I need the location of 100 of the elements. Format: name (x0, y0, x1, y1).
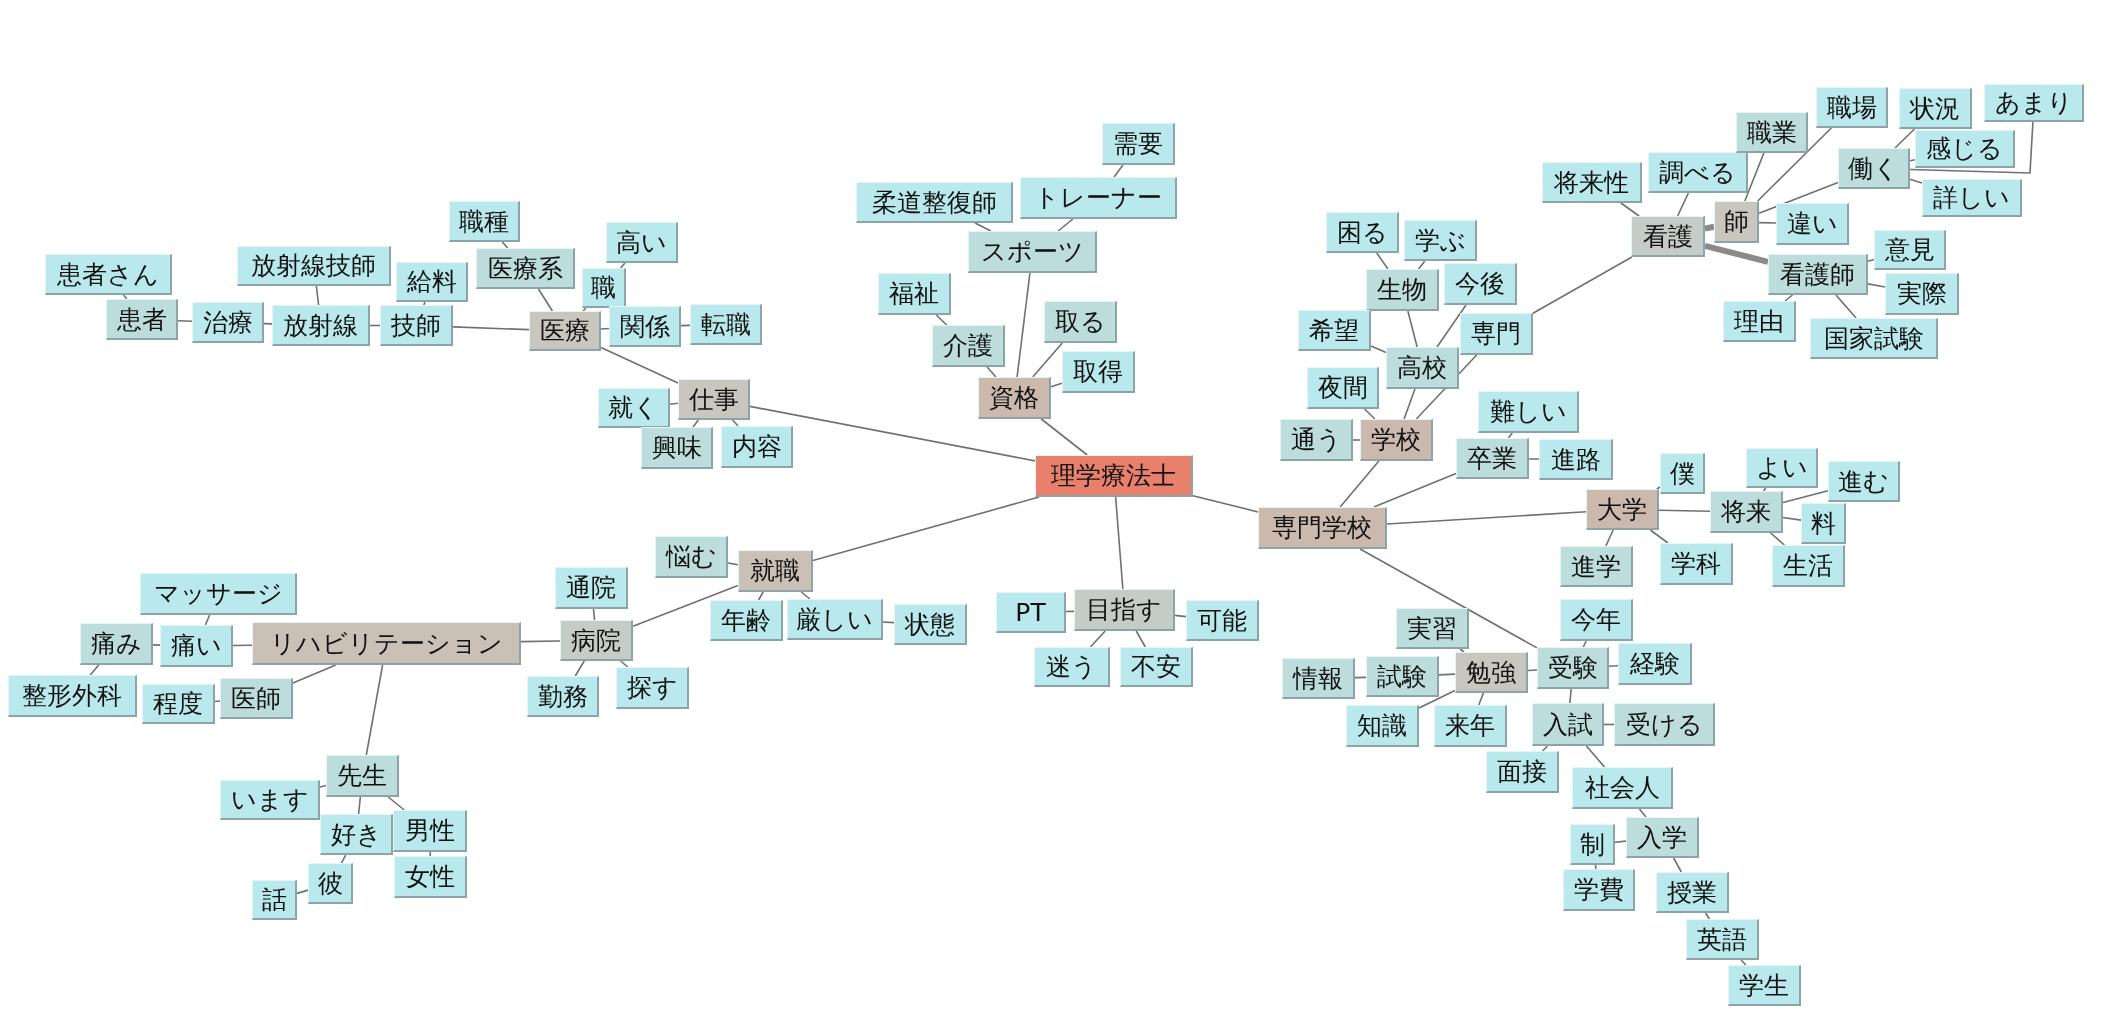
connector-line (232, 644, 253, 647)
keyword-box: 厳しい (787, 599, 883, 640)
keyword-box: 医師 (220, 678, 293, 719)
connector-line (574, 660, 586, 677)
connector-line (1658, 509, 1711, 513)
connector-line (1638, 808, 1647, 818)
connector-line (1418, 689, 1456, 709)
connector-line (1386, 510, 1587, 525)
connector-line (1407, 310, 1418, 348)
keyword-box: 可能 (1186, 600, 1259, 641)
keyword-box: 難しい (1478, 391, 1579, 433)
connector-line (296, 889, 309, 895)
connector-line (1909, 121, 2034, 174)
connector-line (1758, 221, 1777, 224)
keyword-box: 目指す (1074, 589, 1175, 631)
connector-line (1507, 432, 1514, 439)
connector-line (1784, 294, 1794, 302)
connector-line (1089, 630, 1106, 648)
keyword-box: 学費 (1563, 869, 1635, 911)
keyword-box: 需要 (1102, 123, 1175, 165)
keyword-box: 学科 (1660, 543, 1733, 585)
connector-line (632, 584, 739, 628)
keyword-box: 先生 (326, 755, 399, 797)
keyword-box: 職 (582, 268, 626, 308)
keyword-box: リハビリテーション (252, 622, 521, 665)
keyword-box: います (220, 780, 320, 820)
keyword-box: 将来性 (1542, 162, 1642, 203)
connector-line (882, 621, 895, 624)
connector-line (1050, 382, 1063, 388)
keyword-box: 就職 (738, 550, 813, 592)
keyword-box: 医療系 (476, 248, 575, 289)
keyword-box: 男性 (393, 810, 467, 852)
keyword-box: 興味 (641, 427, 713, 469)
keyword-box: 入試 (1532, 703, 1604, 746)
connector-line (1370, 345, 1387, 354)
connector-line (315, 285, 320, 306)
connector-line (1436, 304, 1467, 348)
connector-line (600, 346, 679, 384)
connector-line (177, 319, 193, 323)
keyword-box: 職場 (1816, 87, 1888, 128)
connector-line (1608, 665, 1619, 668)
keyword-box: 病院 (560, 620, 633, 661)
keyword-box: 学生 (1728, 965, 1801, 1006)
connector-line (263, 322, 273, 325)
keyword-box: 進む (1828, 461, 1900, 502)
keyword-box: 資格 (978, 377, 1051, 419)
connector-line (1704, 912, 1711, 920)
connector-line (1477, 692, 1485, 706)
keyword-box: 患者さん (45, 254, 172, 295)
keyword-box: 高校 (1386, 347, 1459, 389)
connector-line (1417, 260, 1426, 270)
connector-line (669, 402, 679, 405)
connector-line (1782, 490, 1829, 504)
keyword-box: 関係 (609, 306, 681, 347)
connector-line (1113, 164, 1124, 178)
connector-line (1339, 460, 1380, 508)
keyword-box: 意見 (1874, 230, 1946, 270)
keyword-box: 専門学校 (1258, 507, 1387, 549)
keyword-box: 知識 (1346, 705, 1419, 747)
keyword-box: 希望 (1298, 310, 1371, 351)
keyword-box: 内容 (721, 426, 793, 468)
keyword-box: 放射線 (272, 305, 370, 346)
keyword-box: 情報 (1282, 658, 1355, 699)
keyword-box: 不安 (1120, 647, 1193, 687)
keyword-box: 高い (606, 222, 678, 263)
connector-line (537, 288, 554, 312)
connector-line (1528, 458, 1540, 460)
keyword-box: 勤務 (527, 676, 599, 717)
connector-line (619, 660, 629, 668)
connector-line (1756, 127, 1833, 202)
connector-line (1135, 630, 1147, 648)
keyword-box: 患者 (106, 299, 178, 340)
connector-line (1438, 673, 1456, 676)
keyword-box: マッサージ (140, 573, 297, 615)
connector-line (501, 241, 509, 249)
keyword-box: 話 (252, 880, 297, 920)
keyword-box: 痛み (80, 623, 153, 665)
connector-line (1704, 242, 1769, 265)
connector-line (692, 419, 700, 428)
keyword-box: 違い (1776, 203, 1849, 245)
keyword-box: 制 (1570, 824, 1615, 865)
connector-line (582, 307, 587, 312)
keyword-box: 理由 (1723, 301, 1796, 342)
keyword-box: 状況 (1899, 88, 1972, 129)
connector-line (89, 664, 100, 676)
keyword-box: 女性 (394, 856, 467, 898)
connector-line (1672, 857, 1683, 873)
keyword-box: 取る (1044, 301, 1117, 343)
keyword-box: PT (996, 592, 1066, 633)
connector-line (1740, 959, 1747, 966)
keyword-box: 感じる (1915, 130, 2015, 168)
connector-line (340, 854, 347, 864)
connector-line (1704, 223, 1715, 232)
connector-line (619, 262, 626, 269)
connector-line (204, 614, 211, 626)
connector-line (1867, 258, 1875, 262)
keyword-box: 悩む (655, 536, 728, 578)
connector-line (1909, 158, 1916, 162)
connector-line (1835, 294, 1857, 319)
connector-line (1031, 342, 1064, 378)
